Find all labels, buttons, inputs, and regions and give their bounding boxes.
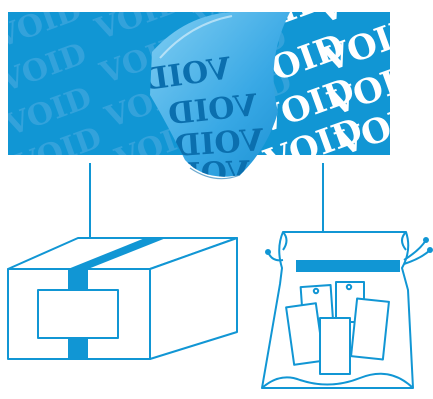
bag-seal-tape [296, 260, 400, 272]
void-banner: VOID VOID VOID VOID VOID VOID VOID VOID … [0, 0, 433, 193]
mirrored-void-text: VOID [160, 155, 251, 193]
tamper-evident-bag-icon [262, 232, 432, 388]
box-label [38, 290, 118, 338]
sealed-box-icon [8, 238, 237, 359]
